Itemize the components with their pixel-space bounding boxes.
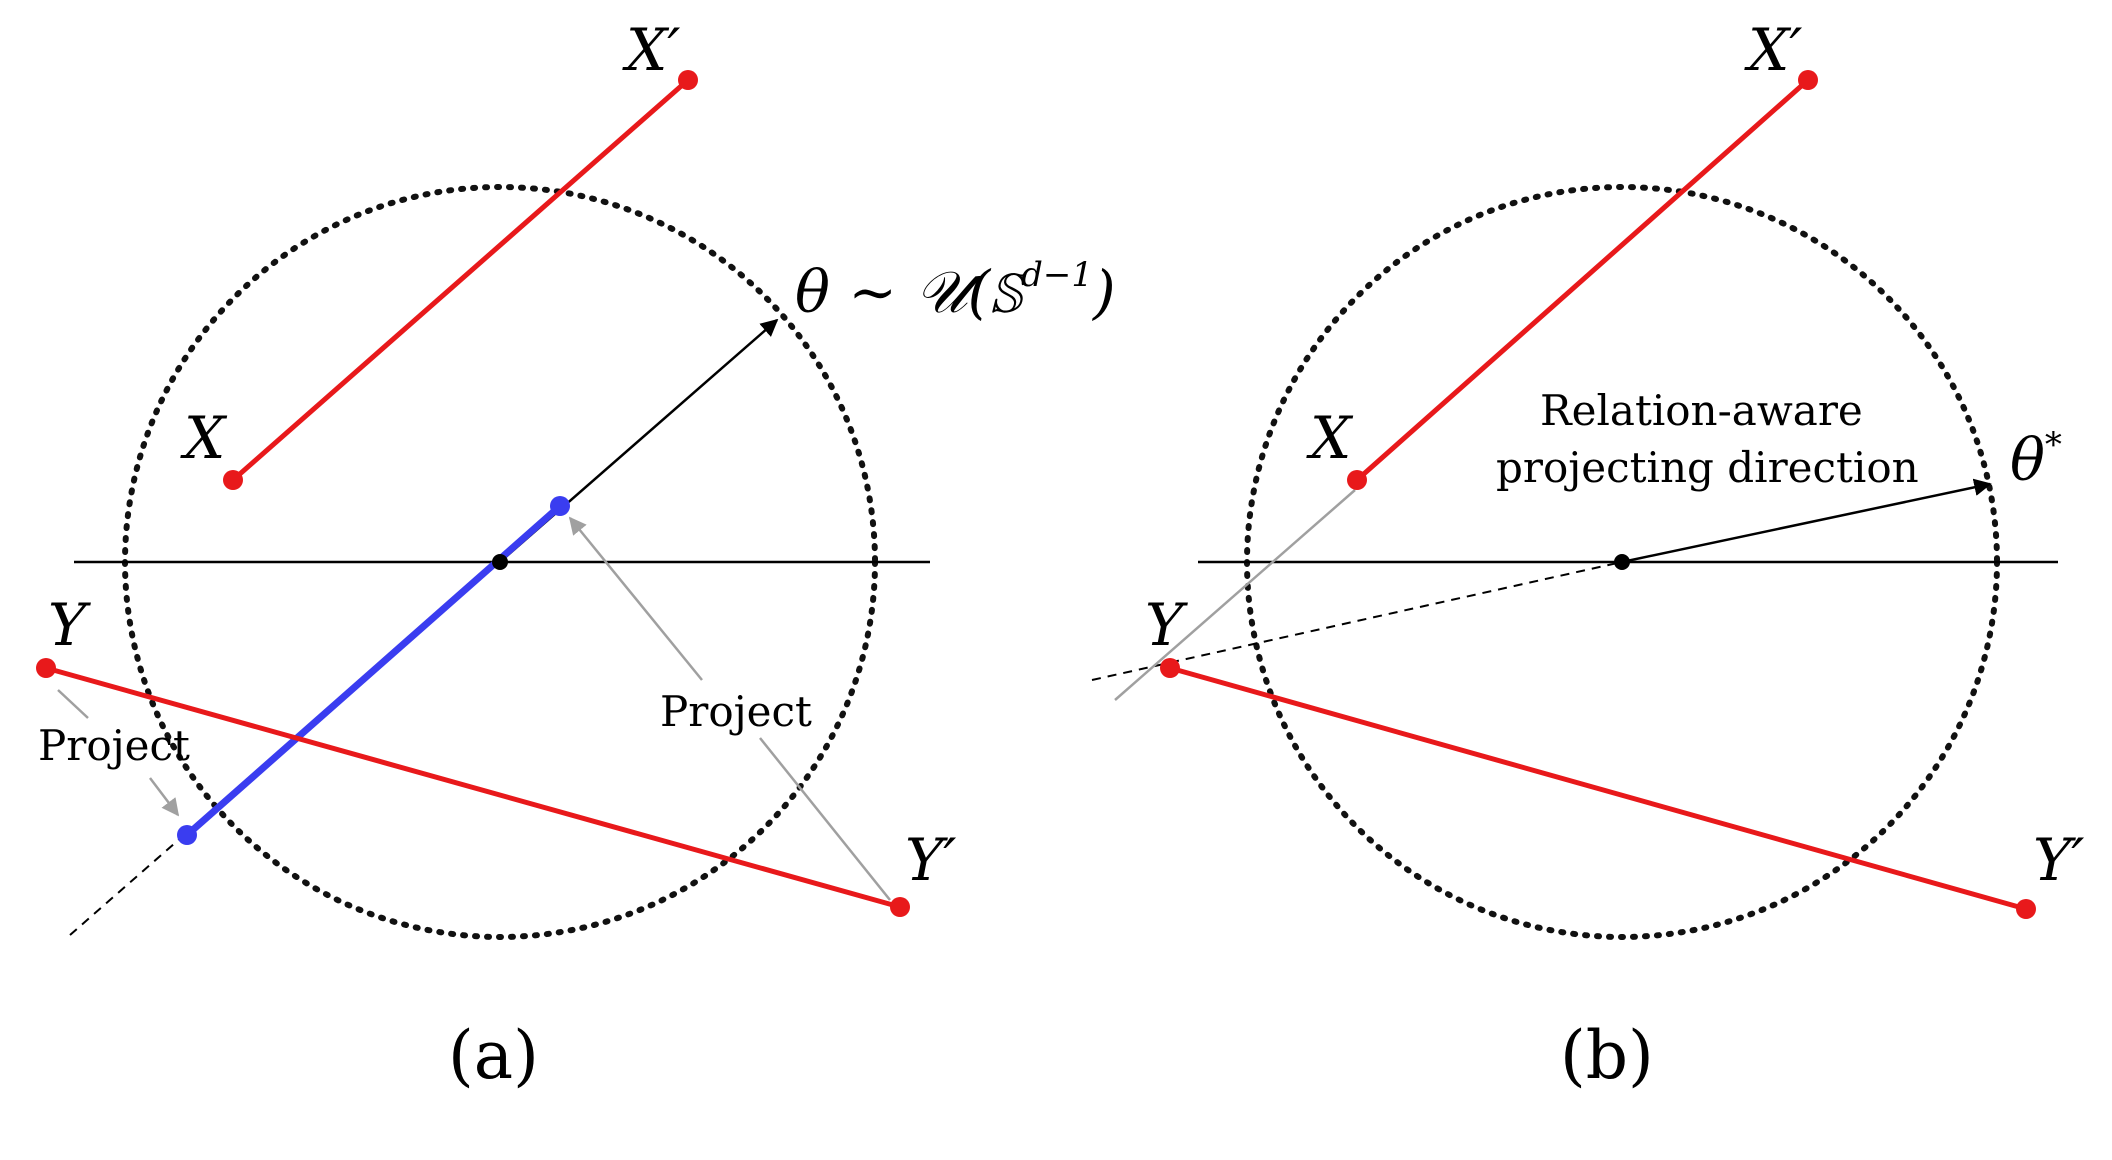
project-arrow-right-a	[568, 516, 703, 681]
panel-b: X′ X Y Y′ Relation-aware projecting dire…	[1091, 16, 2084, 1094]
label-y-b: Y	[1145, 591, 1188, 659]
segment-y-b	[1169, 665, 2027, 912]
point-x-prime-a	[678, 70, 698, 90]
project-label-right-a: Project	[660, 687, 812, 736]
theta-star-arrow-b	[1621, 478, 1992, 564]
theta-star-prefix-b: θ	[2010, 426, 2045, 494]
caption-b: (b)	[1560, 1017, 1654, 1094]
label-y-prime-b: Y′	[2033, 826, 2084, 894]
point-y-prime-a	[890, 897, 910, 917]
label-x-prime-b: X′	[1744, 16, 1802, 84]
label-x-prime-a: X′	[622, 16, 680, 84]
direction-label-line1-b: Relation-aware	[1540, 386, 1863, 435]
x-extension-line-b	[1114, 489, 1356, 701]
theta-label-a: θ ∼ 𝒰(𝕊d−1)	[795, 255, 1116, 326]
direction-label-line2-b: projecting direction	[1496, 443, 1919, 492]
point-y-a	[36, 658, 56, 678]
theta-label-sup-a: d−1	[1021, 255, 1093, 295]
segment-y-a	[45, 665, 901, 910]
point-y-prime-b	[2016, 899, 2036, 919]
projected-point-x-a	[550, 496, 570, 516]
theta-label-prefix-a: θ ∼ 𝒰(𝕊	[795, 258, 1027, 326]
theta-star-label-b: θ*	[2010, 425, 2062, 494]
label-y-a: Y	[48, 591, 91, 659]
segment-x-b	[1355, 78, 1810, 482]
point-x-a	[223, 470, 243, 490]
project-arrow-left-a	[57, 689, 178, 815]
label-y-prime-a: Y′	[905, 826, 956, 894]
caption-a: (a)	[448, 1017, 539, 1094]
projection-line-b	[1091, 561, 1623, 681]
label-x-a: X	[180, 404, 228, 472]
origin-point-a	[492, 554, 508, 570]
point-x-b	[1347, 470, 1367, 490]
projected-point-y-a	[177, 825, 197, 845]
origin-point-b	[1614, 554, 1630, 570]
segment-x-a	[231, 78, 690, 482]
theta-star-sup-b: *	[2045, 425, 2062, 465]
panel-a: X′ X Y Y′ θ ∼ 𝒰(𝕊d−1) Project Project (a…	[36, 16, 1116, 1094]
point-y-b	[1160, 658, 1180, 678]
project-leader-right-a	[759, 737, 891, 901]
label-x-b: X	[1306, 404, 1354, 472]
project-label-left-a: Project	[38, 721, 190, 770]
theta-label-suffix-a: )	[1091, 258, 1116, 326]
point-x-prime-b	[1798, 70, 1818, 90]
